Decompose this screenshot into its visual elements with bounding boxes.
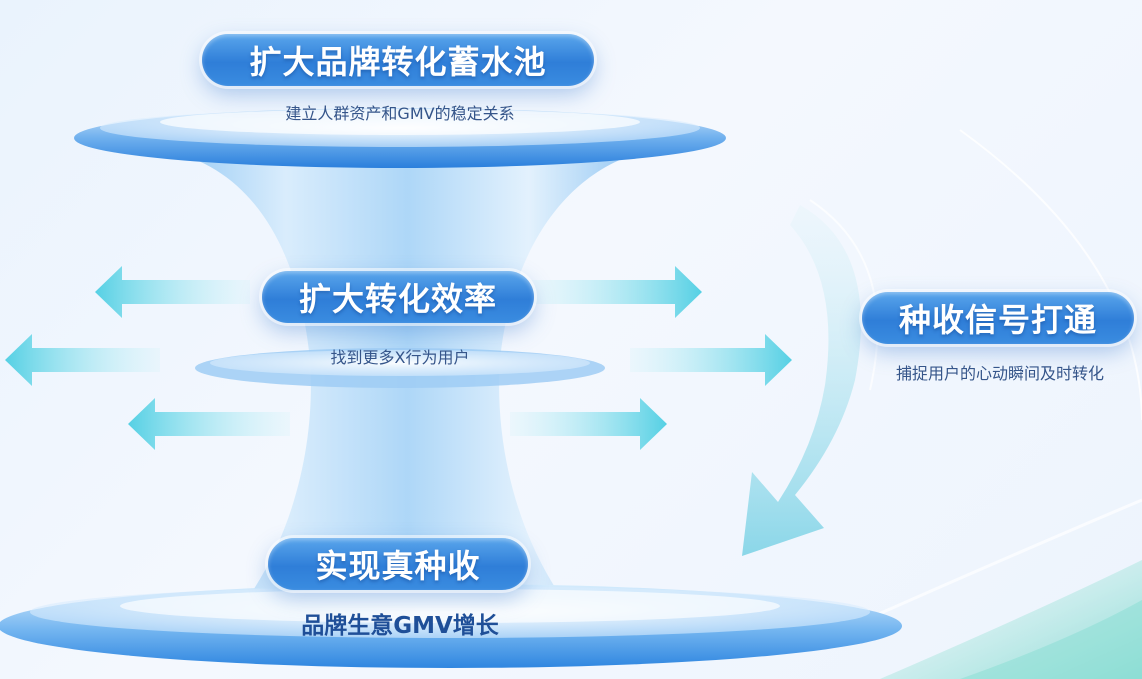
arrow-left-middle (5, 334, 160, 386)
bottom-disc (0, 584, 902, 668)
middle-subtitle: 找到更多X行为用户 (330, 348, 470, 367)
background-swoosh (819, 129, 1142, 679)
arrow-right-top (530, 266, 702, 318)
side-title-pill: 种收信号打通 (862, 292, 1134, 344)
top-title-pill: 扩大品牌转化蓄水池 (202, 34, 594, 86)
middle-disc (195, 348, 605, 388)
arrow-right-bottom (510, 398, 667, 450)
top-subtitle: 建立人群资产和GMV的稳定关系 (285, 104, 515, 123)
top-disc (74, 108, 726, 168)
arrow-left-bottom (128, 398, 290, 450)
top-title: 扩大品牌转化蓄水池 (249, 43, 547, 81)
bottom-title: 实现真种收 (315, 547, 481, 585)
bottom-subtitle: 品牌生意GMV增长 (301, 613, 499, 639)
arrow-right-middle (630, 334, 792, 386)
arrow-left-top (95, 266, 250, 318)
middle-title: 扩大转化效率 (298, 280, 497, 318)
side-subtitle: 捕捉用户的心动瞬间及时转化 (895, 364, 1104, 383)
curved-arrow (742, 199, 879, 556)
side-title: 种收信号打通 (898, 301, 1097, 339)
bottom-title-pill: 实现真种收 (268, 538, 528, 590)
middle-title-pill: 扩大转化效率 (262, 271, 534, 323)
